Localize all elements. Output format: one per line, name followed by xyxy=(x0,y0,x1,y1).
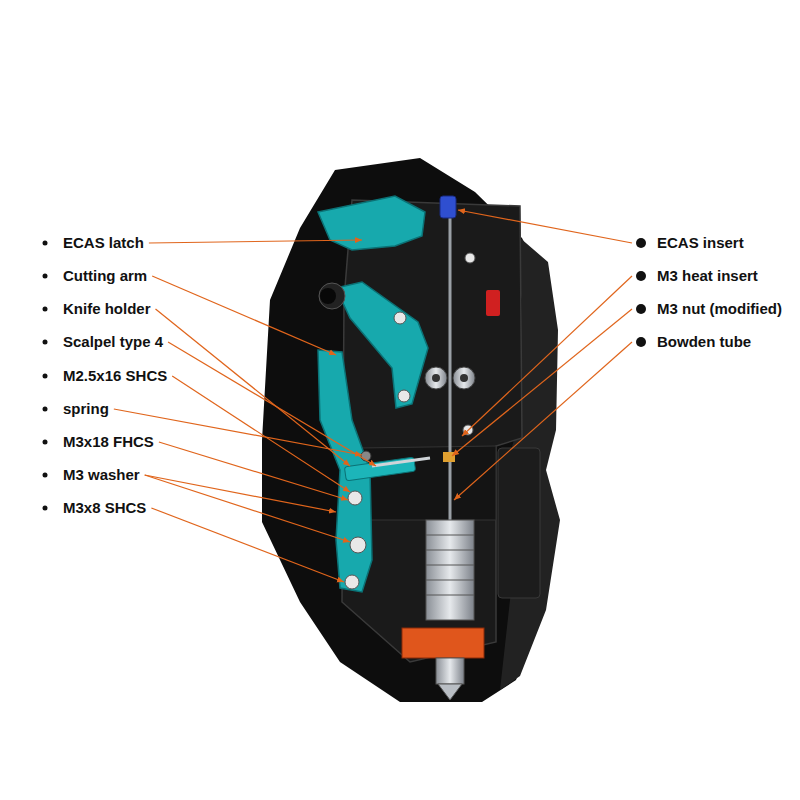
screw xyxy=(348,491,362,505)
fin xyxy=(426,595,474,596)
part-label: ECAS insert xyxy=(657,234,744,252)
heater-block xyxy=(402,628,484,658)
part-label: M2.5x16 SHCS xyxy=(63,367,167,385)
knob xyxy=(319,283,345,309)
bowden-tube xyxy=(449,212,452,560)
bullets xyxy=(43,238,647,511)
part-label: spring xyxy=(63,400,109,418)
leader-line xyxy=(462,276,632,436)
ecas-latch-part xyxy=(318,196,425,250)
leader-line xyxy=(151,508,344,582)
front-plate xyxy=(342,200,522,662)
leader-line xyxy=(159,442,348,500)
idler-bearing xyxy=(425,367,447,389)
leader-line xyxy=(149,240,362,243)
leader-line xyxy=(172,376,350,492)
leader-line xyxy=(156,309,350,466)
leader-line xyxy=(452,309,632,456)
bearing-hub xyxy=(432,374,440,382)
part-label: M3x8 SHCS xyxy=(63,499,146,517)
part-label: M3 washer xyxy=(63,466,140,484)
screw xyxy=(394,312,406,324)
scalpel-blade xyxy=(372,458,430,466)
fin xyxy=(426,565,474,566)
fin xyxy=(426,550,474,551)
red-tab xyxy=(486,290,500,316)
part-label: ECAS latch xyxy=(63,234,144,252)
heatsink xyxy=(426,520,474,620)
bullet xyxy=(636,271,646,281)
bullet xyxy=(43,407,48,412)
part-label: M3x18 FHCS xyxy=(63,433,154,451)
leader-line xyxy=(152,276,336,355)
part-label: Knife holder xyxy=(63,300,151,318)
leader-line xyxy=(458,210,632,243)
part-label: M3 heat insert xyxy=(657,267,758,285)
nozzle-tip xyxy=(438,684,462,700)
cutting-arm-part xyxy=(336,282,428,408)
knob-face xyxy=(320,288,336,304)
lower-plate xyxy=(360,446,496,520)
bullet xyxy=(43,506,48,511)
leader-line xyxy=(168,342,376,466)
bullet xyxy=(43,440,48,445)
part-label: M3 nut (modified) xyxy=(657,300,782,318)
screw xyxy=(398,390,410,402)
fin xyxy=(426,535,474,536)
bullet xyxy=(43,241,48,246)
bullet xyxy=(43,307,48,312)
bullet xyxy=(43,374,48,379)
nozzle-body xyxy=(436,658,464,684)
bullet xyxy=(43,473,48,478)
bullet xyxy=(43,340,48,345)
part-label: Scalpel type 4 xyxy=(63,333,163,351)
leader-lines xyxy=(114,210,632,582)
fin xyxy=(426,580,474,581)
ecas-insert-part xyxy=(440,196,456,218)
bullet xyxy=(636,337,646,347)
drive-gear xyxy=(453,367,475,389)
part-label: Bowden tube xyxy=(657,333,751,351)
heat-insert-part xyxy=(443,452,455,462)
screw xyxy=(345,575,359,589)
screw xyxy=(350,537,366,553)
leader-line xyxy=(454,342,632,500)
carriage-bracket xyxy=(498,448,540,598)
gear-hub xyxy=(460,374,468,382)
part-label: Cutting arm xyxy=(63,267,147,285)
heatsink-fins xyxy=(426,535,474,595)
screw xyxy=(465,253,475,263)
leader-line xyxy=(145,475,350,542)
bullet xyxy=(636,238,646,248)
bullet xyxy=(636,304,646,314)
bullet xyxy=(43,274,48,279)
